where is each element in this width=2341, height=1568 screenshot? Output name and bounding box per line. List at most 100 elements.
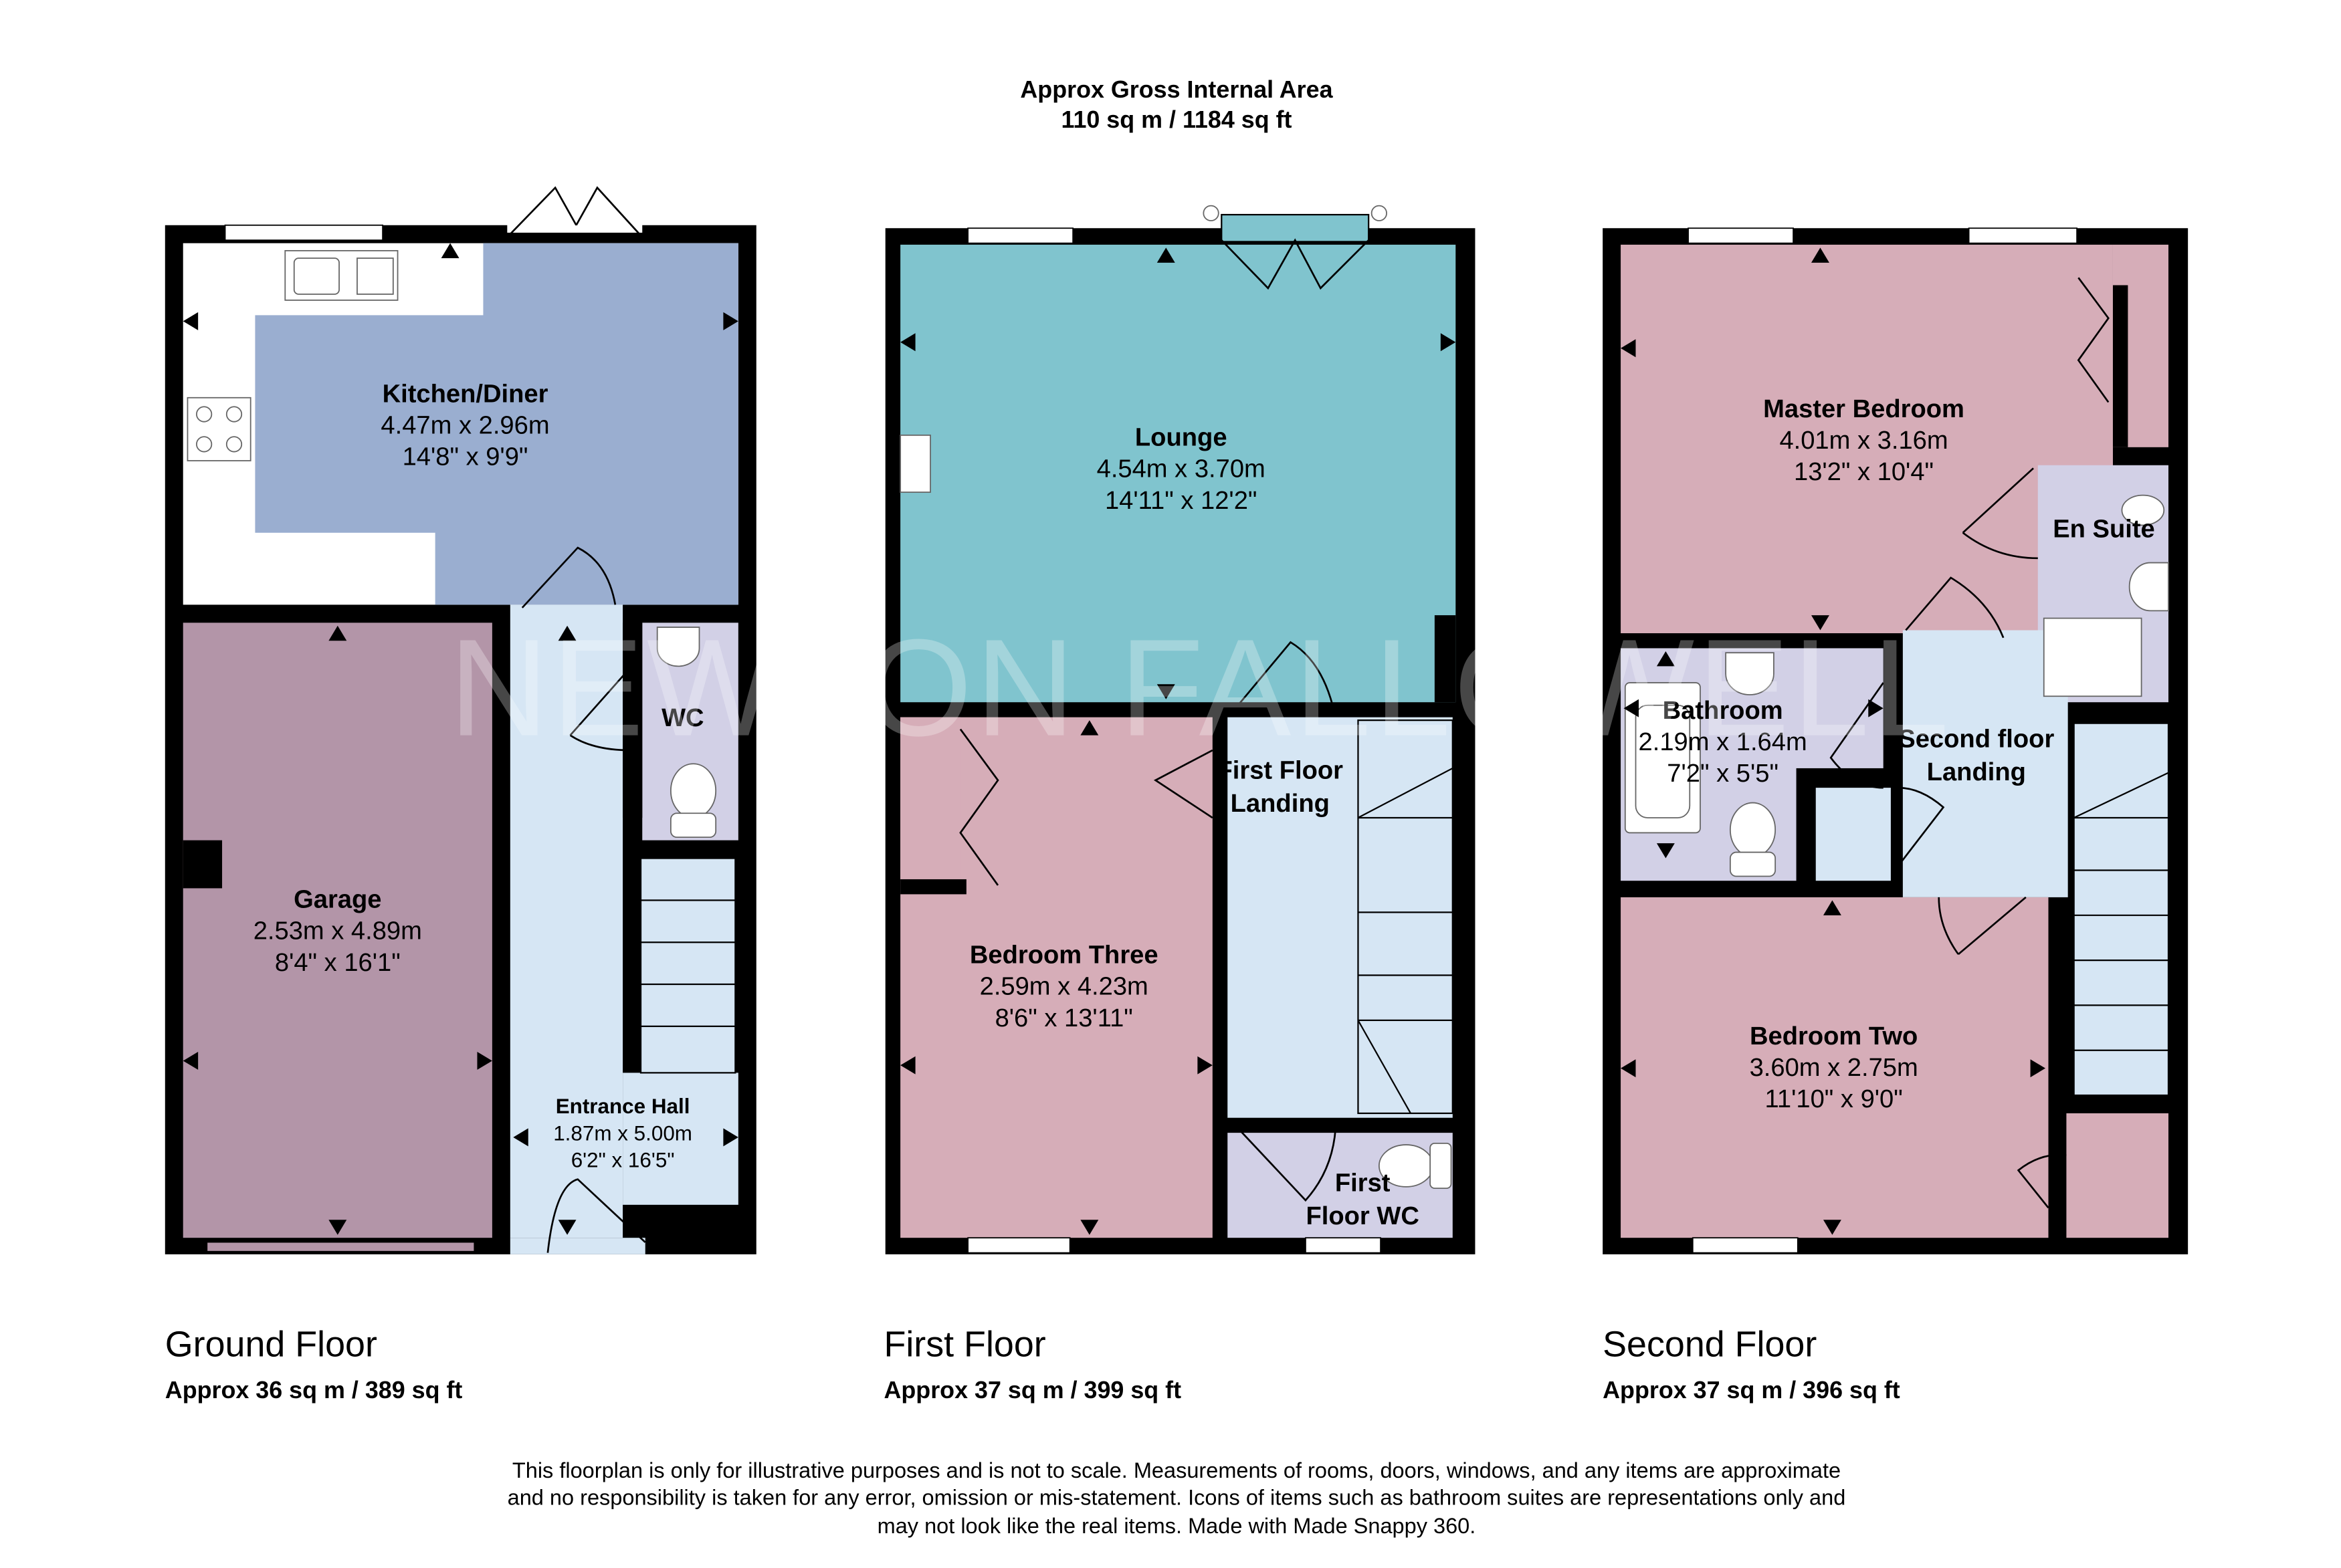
juliet-balcony bbox=[1221, 213, 1370, 243]
lounge-wall-nib bbox=[1434, 615, 1456, 703]
room-name-entrance-hall: Entrance Hall bbox=[556, 1095, 690, 1118]
bathroom-door-icon bbox=[1829, 682, 1884, 789]
room-metric-bedroom-three: 2.59m x 4.23m bbox=[980, 972, 1148, 1001]
airing-cupboard bbox=[1815, 788, 1891, 881]
entrance-hall-room-ext bbox=[623, 1073, 738, 1205]
room-name-master-bedroom: Master Bedroom bbox=[1763, 395, 1964, 423]
second-floor-plan: Master Bedroom 4.01m x 3.16m 13'2" x 10'… bbox=[1603, 227, 2189, 1254]
balcony-door-icon bbox=[1221, 238, 1370, 290]
room-imperial-master-bedroom: 13'2" x 10'4" bbox=[1794, 457, 1934, 486]
garage-pillar bbox=[183, 840, 223, 889]
kitchen-diner-room bbox=[255, 243, 738, 605]
room-name-en-suite: En Suite bbox=[2053, 514, 2155, 543]
shower-icon bbox=[2043, 617, 2142, 697]
window-icon bbox=[1305, 1237, 1381, 1254]
room-name-second-floor-landing-2: Landing bbox=[1927, 758, 2026, 786]
hob-icon bbox=[187, 397, 251, 461]
basin-icon bbox=[2128, 562, 2169, 612]
window-icon bbox=[967, 227, 1074, 244]
wardrobe-wall bbox=[2112, 285, 2128, 447]
room-metric-bathroom: 2.19m x 1.64m bbox=[1639, 727, 1807, 756]
ground-stairs bbox=[639, 857, 736, 1074]
room-imperial-bathroom: 7'2" x 5'5" bbox=[1667, 759, 1778, 788]
bath-icon bbox=[1624, 682, 1701, 834]
room-name-kitchen: Kitchen/Diner bbox=[383, 380, 548, 409]
bedroom-two-door-icon bbox=[1938, 896, 2027, 956]
room-metric-garage: 2.53m x 4.89m bbox=[253, 917, 422, 945]
basin-icon bbox=[656, 627, 700, 667]
cupboard-door-icon bbox=[2017, 1153, 2067, 1209]
disclaimer-line-3: may not look like the real items. Made w… bbox=[878, 1514, 1476, 1538]
room-imperial-entrance-hall: 6'2" x 16'5" bbox=[571, 1149, 675, 1172]
basin-icon bbox=[1725, 652, 1774, 695]
bedroom-three-door-icon bbox=[1153, 749, 1213, 819]
ground-floor-plan: Kitchen/Diner 4.47m x 2.96m 14'8" x 9'9"… bbox=[165, 186, 756, 1254]
wardrobe bbox=[900, 717, 960, 879]
sink-icon bbox=[284, 250, 399, 301]
fireplace-icon bbox=[900, 434, 931, 493]
room-name-garage: Garage bbox=[294, 885, 381, 914]
lounge-door-icon bbox=[1237, 641, 1334, 706]
wardrobe-wall bbox=[900, 879, 966, 895]
wc-door-icon bbox=[569, 667, 631, 752]
window-icon bbox=[1692, 1237, 1799, 1254]
balcony-scroll-icon bbox=[1203, 205, 1219, 221]
front-door-icon bbox=[546, 1178, 646, 1253]
floor-area-ground: Approx 36 sq m / 389 sq ft bbox=[165, 1377, 463, 1404]
disclaimer-line-1: This floorplan is only for illustrative … bbox=[512, 1458, 1841, 1482]
toilet-icon bbox=[2121, 494, 2165, 526]
room-name-first-floor-landing-2: Landing bbox=[1231, 789, 1330, 818]
master-door-icon bbox=[1905, 576, 2005, 639]
front-door-gap bbox=[510, 1238, 645, 1254]
bedroom-two-room bbox=[1621, 897, 2049, 1238]
room-name-bathroom: Bathroom bbox=[1663, 696, 1783, 725]
watermark-logo: NEWTON FALLOWELL bbox=[449, 610, 1952, 765]
french-door-icon bbox=[506, 186, 643, 238]
room-name-first-floor-wc-1: First bbox=[1335, 1169, 1391, 1198]
room-metric-kitchen: 4.47m x 2.96m bbox=[381, 411, 549, 440]
floor-name-ground: Ground Floor bbox=[165, 1324, 377, 1364]
room-name-wc: WC bbox=[661, 703, 704, 732]
wc-door-icon bbox=[1237, 1127, 1337, 1202]
room-metric-entrance-hall: 1.87m x 5.00m bbox=[553, 1121, 692, 1145]
room-imperial-kitchen: 14'8" x 9'9" bbox=[403, 443, 528, 471]
room-metric-lounge: 4.54m x 3.70m bbox=[1097, 455, 1265, 483]
room-imperial-lounge: 14'11" x 12'2" bbox=[1105, 486, 1257, 515]
floor-name-first: First Floor bbox=[884, 1324, 1045, 1364]
first-floor-plan: Lounge 4.54m x 3.70m 14'11" x 12'2" Bedr… bbox=[885, 205, 1475, 1254]
floor-area-first: Approx 37 sq m / 399 sq ft bbox=[884, 1377, 1181, 1404]
room-name-second-floor-landing-1: Second floor bbox=[1898, 725, 2054, 754]
disclaimer-line-2: and no responsibility is taken for any e… bbox=[508, 1486, 1846, 1510]
entrance-hall-room bbox=[510, 604, 623, 1238]
room-metric-bedroom-two: 3.60m x 2.75m bbox=[1750, 1053, 1918, 1082]
window-icon bbox=[967, 1237, 1071, 1254]
room-imperial-garage: 8'4" x 16'1" bbox=[275, 948, 401, 977]
first-floor-stairs bbox=[1357, 719, 1453, 1115]
en-suite-door-icon bbox=[1962, 467, 2038, 560]
garage-door bbox=[207, 1242, 475, 1252]
wc-wall bbox=[623, 623, 643, 818]
toilet-icon bbox=[1378, 1142, 1452, 1190]
toilet-icon bbox=[670, 763, 717, 838]
cupboard-door-icon bbox=[1898, 786, 1945, 867]
toilet-icon bbox=[1729, 802, 1776, 877]
room-name-bedroom-three: Bedroom Three bbox=[970, 941, 1158, 970]
second-floor-stairs bbox=[2073, 722, 2170, 1097]
second-floor-landing-room bbox=[1902, 630, 2068, 897]
garage-room bbox=[183, 623, 492, 1238]
wardrobe-door-icon bbox=[959, 728, 999, 886]
floor-area-second: Approx 37 sq m / 396 sq ft bbox=[1603, 1377, 1900, 1404]
floor-name-second: Second Floor bbox=[1603, 1324, 1817, 1364]
kitchen-door-icon bbox=[521, 546, 617, 608]
balcony-scroll-icon bbox=[1370, 205, 1387, 221]
room-imperial-bedroom-three: 8'6" x 13'11" bbox=[995, 1004, 1133, 1032]
bedroom-two-cupboard bbox=[2066, 1113, 2168, 1238]
master-bedroom-room bbox=[1621, 244, 2113, 634]
gross-area-title: Approx Gross Internal Area bbox=[1020, 76, 1333, 103]
room-name-bedroom-two: Bedroom Two bbox=[1750, 1022, 1918, 1050]
window-icon bbox=[1968, 227, 2078, 244]
room-name-first-floor-wc-2: Floor WC bbox=[1306, 1202, 1419, 1230]
window-icon bbox=[224, 224, 384, 241]
room-imperial-bedroom-two: 11'10" x 9'0" bbox=[1765, 1085, 1903, 1113]
